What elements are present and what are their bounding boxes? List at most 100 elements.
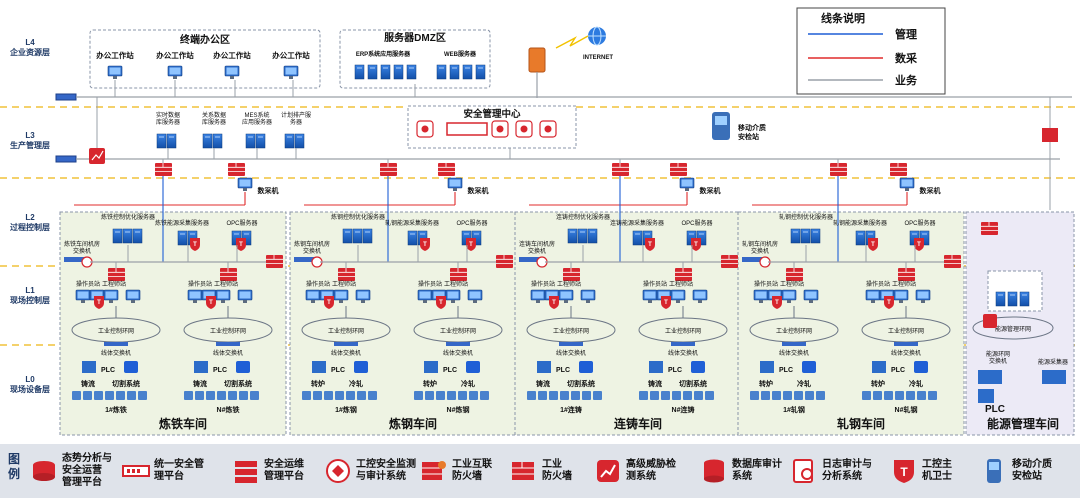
collector-icon bbox=[899, 177, 915, 191]
firewall-body bbox=[721, 255, 738, 268]
shield-letter: T bbox=[775, 300, 779, 306]
optimize-server-icon bbox=[122, 228, 133, 244]
screen bbox=[239, 179, 251, 187]
stand bbox=[473, 300, 477, 303]
screen bbox=[285, 67, 297, 75]
l3-server-label-line: 计划排产服 bbox=[281, 111, 311, 119]
stand bbox=[698, 300, 702, 303]
collector-icon bbox=[447, 177, 463, 191]
l2-firewall-icon bbox=[721, 255, 738, 268]
line-legend-collect: 数采 bbox=[895, 51, 918, 65]
server-body bbox=[577, 228, 588, 244]
optimize-server-label: 连铸控制优化服务器 bbox=[556, 213, 610, 221]
stand bbox=[81, 300, 85, 303]
line-switch-label: 线体交换机 bbox=[556, 349, 586, 357]
internet-firewall-icon bbox=[528, 47, 546, 98]
line-switch-label: 线体交换机 bbox=[779, 349, 809, 357]
screen bbox=[449, 179, 461, 187]
office-workstation-label: 办公工作站 bbox=[213, 50, 251, 60]
firewall-body bbox=[108, 268, 125, 281]
plc-icon bbox=[760, 361, 774, 373]
l3-server-icon bbox=[202, 133, 213, 149]
server-body bbox=[132, 228, 143, 244]
server-body bbox=[284, 133, 295, 149]
host-guard-icon: T bbox=[890, 457, 918, 485]
opc-server-label: OPC服务器 bbox=[226, 219, 257, 227]
screen bbox=[783, 291, 795, 299]
stand bbox=[451, 300, 455, 303]
stand bbox=[221, 300, 225, 303]
energy-firewall-icon bbox=[981, 222, 998, 235]
optimize-server-icon bbox=[577, 228, 588, 244]
plc-device-icon bbox=[354, 361, 368, 373]
l3-industrial-firewall-icon bbox=[612, 163, 629, 176]
operator-station-icon bbox=[103, 289, 119, 303]
unit-line-label: 1#炼铁 bbox=[105, 405, 127, 414]
firewall-body bbox=[830, 163, 847, 176]
field-device-icon bbox=[862, 391, 871, 400]
unit-equipment-b: 冷轧 bbox=[909, 379, 923, 388]
stand bbox=[361, 300, 365, 303]
line-switch-icon bbox=[894, 342, 918, 346]
legend-item-label: 工业互联防火墙 bbox=[452, 459, 492, 482]
shield-letter: T bbox=[871, 242, 875, 248]
office-workstation-icon bbox=[283, 65, 299, 79]
stand bbox=[230, 76, 234, 79]
office-workstation-icon bbox=[107, 65, 123, 79]
internet-globe-icon bbox=[588, 26, 606, 46]
line-legend: 线条说明 管理 数采 业务 bbox=[796, 7, 946, 95]
device-mark bbox=[544, 125, 552, 133]
plc-device-icon bbox=[124, 361, 138, 373]
unit-equipment-a: 转炉 bbox=[759, 379, 773, 388]
line-switch-icon bbox=[671, 342, 695, 346]
firewall-body bbox=[496, 255, 513, 268]
screen bbox=[532, 291, 544, 299]
server-body bbox=[342, 228, 353, 244]
security-center-title: 安全管理中心 bbox=[463, 108, 521, 120]
server-body bbox=[362, 228, 373, 244]
field-device-icon bbox=[560, 391, 569, 400]
legend-item: 态势分析与安全运营管理平台 bbox=[30, 451, 112, 491]
security-center-devices bbox=[416, 120, 557, 138]
energy-server-label: 连铸能源采集服务器 bbox=[610, 219, 664, 227]
screen bbox=[77, 291, 89, 299]
collector-firewall-icon bbox=[670, 163, 687, 176]
field-device-icon bbox=[549, 391, 558, 400]
firewall-body bbox=[450, 268, 467, 281]
database-audit-icon bbox=[700, 457, 728, 485]
optimize-server-icon bbox=[342, 228, 353, 244]
energy-server-label: 轧钢能源采集服务器 bbox=[385, 219, 439, 227]
plc-icon bbox=[194, 361, 208, 373]
screen bbox=[217, 291, 229, 299]
l1-industrial-firewall-icon bbox=[563, 268, 580, 281]
field-device-icon bbox=[83, 391, 92, 400]
l3-server-label-line: 务器 bbox=[290, 118, 302, 126]
shop-switch-label: 交换机 bbox=[528, 247, 546, 255]
field-device-icon bbox=[906, 391, 915, 400]
shield bbox=[549, 296, 559, 309]
stand bbox=[173, 76, 177, 79]
server-body bbox=[567, 228, 578, 244]
l3-server-label: 关系数据库服务器 bbox=[202, 111, 226, 126]
field-device-icon bbox=[239, 391, 248, 400]
field-device-icon bbox=[138, 391, 147, 400]
field-device-icon bbox=[705, 391, 714, 400]
unit-line-label: N#炼钢 bbox=[447, 405, 470, 414]
host-guard-icon: T bbox=[691, 238, 701, 251]
energy-server-icon bbox=[855, 230, 866, 246]
engineer-station-label: 工程师站 bbox=[102, 280, 126, 288]
line-legend-biz: 业务 bbox=[895, 73, 918, 87]
firewall-body bbox=[898, 268, 915, 281]
legend-item: 工业防火墙 bbox=[510, 451, 572, 491]
field-device-icon bbox=[447, 391, 456, 400]
screen bbox=[658, 291, 670, 299]
field-device-icon bbox=[672, 391, 681, 400]
shield-letter: T bbox=[209, 300, 213, 306]
office-workstation-label: 办公工作站 bbox=[156, 50, 194, 60]
control-ring-label: 工业控制环网 bbox=[888, 327, 924, 335]
server-body bbox=[800, 228, 811, 244]
firewall-body bbox=[380, 163, 397, 176]
operator-station-label: 操作员站 bbox=[418, 280, 442, 288]
layer-id: L0 bbox=[25, 375, 35, 384]
